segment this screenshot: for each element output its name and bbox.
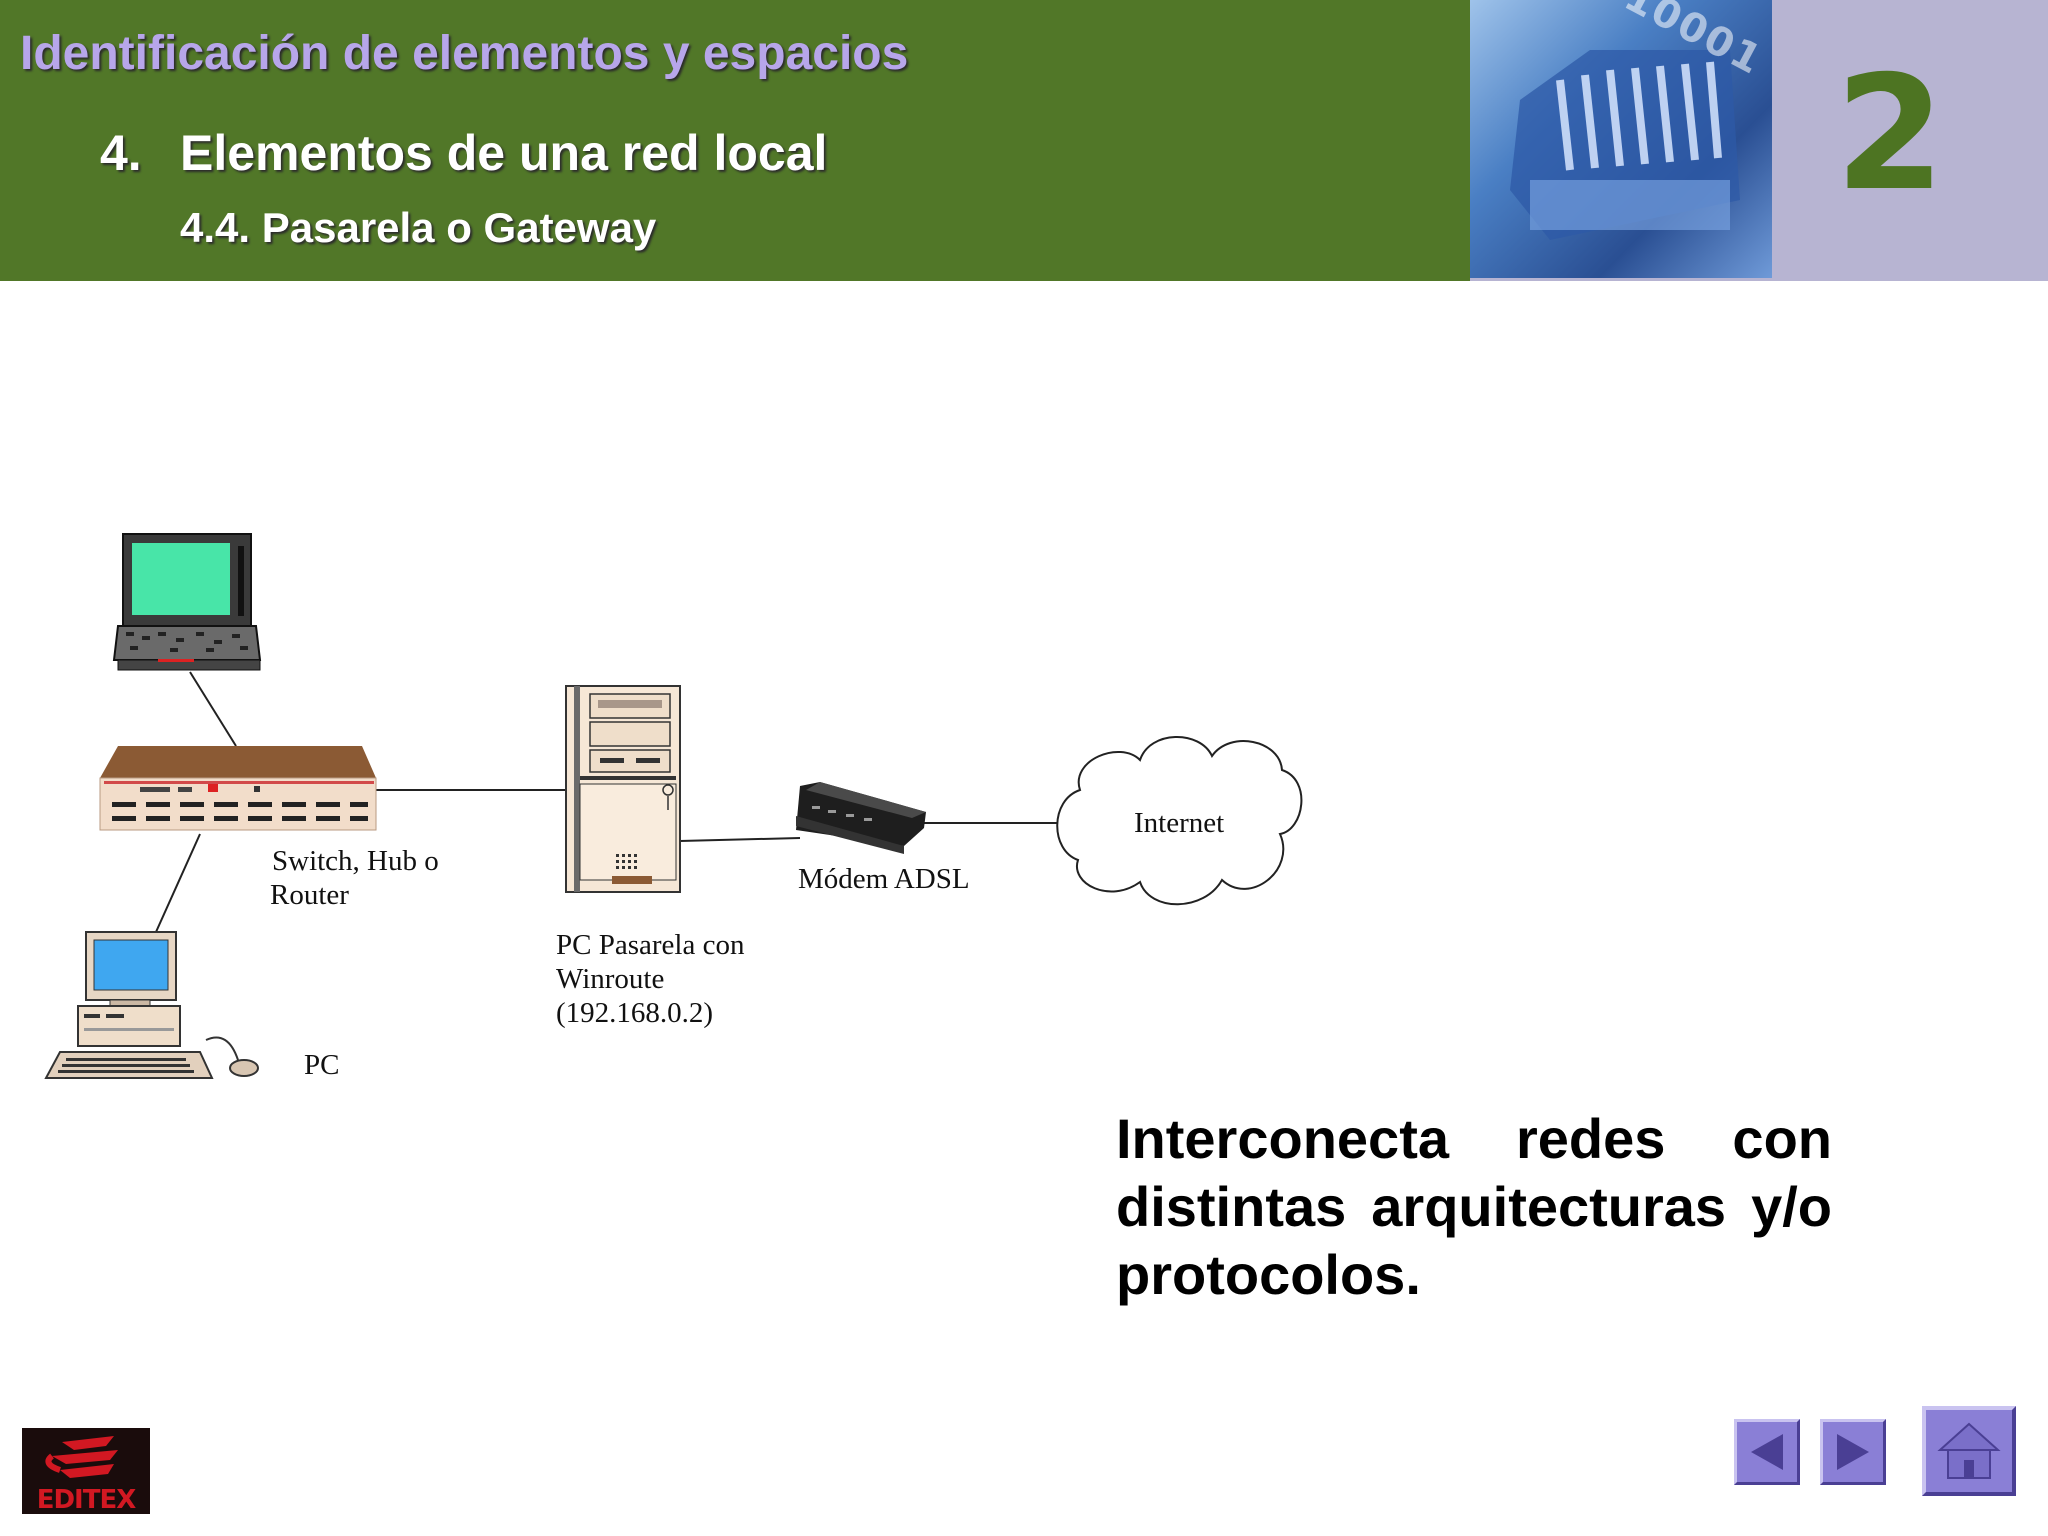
section-title: Identificación de elementos y espacios bbox=[20, 27, 909, 80]
editex-logo-mark bbox=[45, 1436, 118, 1478]
chapter-number: 2 bbox=[1835, 42, 1945, 226]
gateway-label-line3: (192.168.0.2) bbox=[556, 997, 714, 1029]
triangle-left-icon bbox=[1751, 1434, 1783, 1470]
gateway-description: Interconecta redes con distintas arquite… bbox=[1116, 1107, 1832, 1306]
next-slide-button[interactable] bbox=[1820, 1419, 1886, 1485]
header-photo-network-connector: 10001 bbox=[1470, 0, 1772, 278]
gateway-label-line2: Winroute bbox=[556, 963, 665, 995]
previous-slide-button[interactable] bbox=[1734, 1419, 1800, 1485]
house-icon bbox=[1937, 1422, 2001, 1479]
header-green-band bbox=[0, 0, 1470, 281]
header-bar: 10001 2 Identificación de elementos y es… bbox=[0, 0, 2048, 281]
internet-cloud-icon bbox=[1056, 736, 1303, 906]
home-button[interactable] bbox=[1922, 1406, 2016, 1496]
connector-illustration bbox=[1510, 50, 1740, 240]
gateway-label-line1: PC Pasarela con bbox=[556, 929, 745, 961]
triangle-right-icon bbox=[1837, 1434, 1869, 1470]
switch-label-line1: Switch, Hub o bbox=[272, 845, 439, 877]
gateway-tower-icon bbox=[565, 685, 681, 893]
subsubsection-title: 4.4. Pasarela o Gateway bbox=[180, 204, 657, 251]
switch-label-line2: Router bbox=[270, 879, 349, 911]
adsl-modem-icon bbox=[796, 782, 926, 854]
laptop-icon bbox=[112, 533, 262, 671]
subsection-title: Elementos de una red local bbox=[180, 125, 828, 181]
editex-logo-text: EDITEX bbox=[36, 1485, 137, 1514]
modem-label: Módem ADSL bbox=[798, 863, 970, 895]
subsection-number: 4. bbox=[100, 125, 142, 181]
connection-lines bbox=[155, 671, 1058, 933]
switch-icon bbox=[99, 746, 377, 831]
pc-label: PC bbox=[304, 1049, 340, 1081]
internet-label: Internet bbox=[1134, 807, 1225, 839]
editex-logo: EDITEX bbox=[22, 1428, 150, 1514]
desktop-pc-icon bbox=[44, 931, 259, 1079]
